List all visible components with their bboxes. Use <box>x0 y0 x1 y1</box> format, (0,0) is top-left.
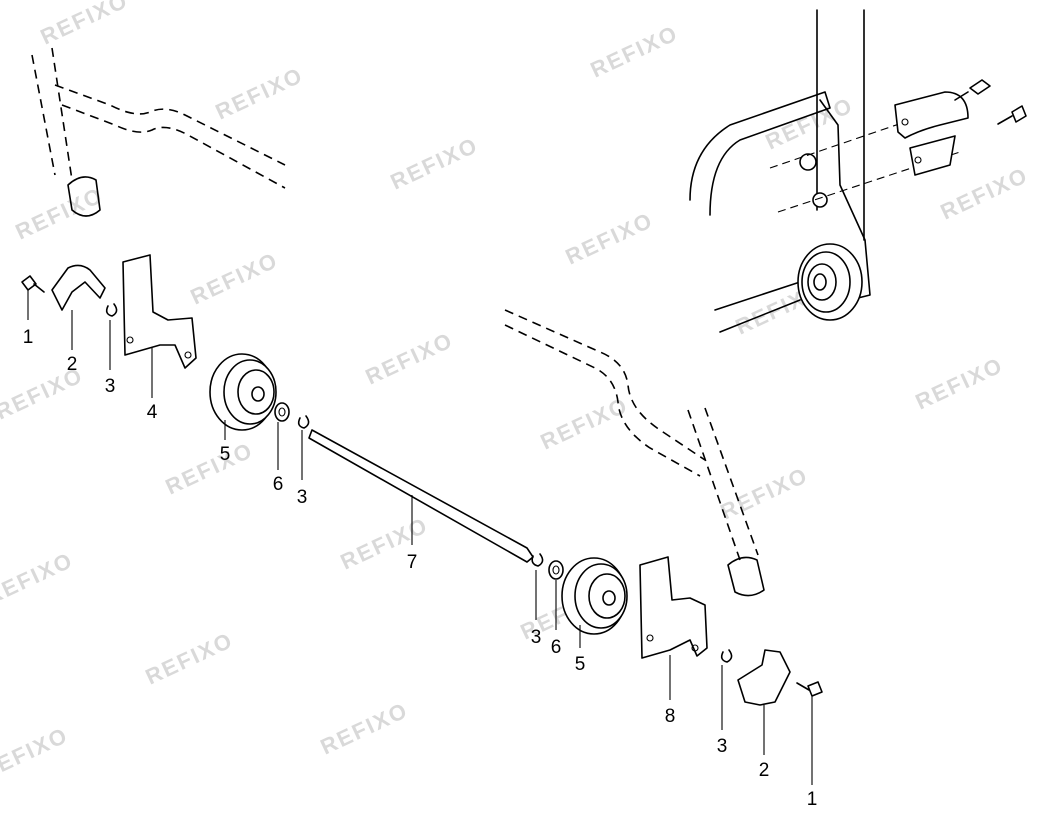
callout-5-right: 5 <box>575 654 586 675</box>
part-axle <box>308 429 534 563</box>
watermark: REFIXO <box>162 437 258 499</box>
part-roller-right <box>561 557 628 648</box>
watermark: REFIXO <box>912 352 1008 414</box>
part-clip-left <box>105 303 118 370</box>
frame-outline-right <box>504 309 765 597</box>
watermark: REFIXO <box>37 0 133 50</box>
inset-assembly <box>689 9 1027 333</box>
callout-3-centre: 3 <box>297 487 308 508</box>
part-screw-right <box>796 681 823 785</box>
watermark: REFIXO <box>187 247 283 309</box>
callout-3-right-inner: 3 <box>531 627 542 648</box>
callout-3-left: 3 <box>105 376 116 397</box>
watermark: REFIXO <box>762 92 858 154</box>
part-bracket-left <box>122 254 197 398</box>
callout-4: 4 <box>147 402 158 423</box>
watermark: REFIXO <box>562 207 658 269</box>
part-bracket-right <box>639 556 708 700</box>
part-clamp-right <box>737 649 791 755</box>
callout-7: 7 <box>407 552 418 573</box>
watermark: REFIXO <box>717 462 813 524</box>
callout-8: 8 <box>665 706 676 727</box>
watermark: REFIXO <box>362 327 458 389</box>
callout-1-left: 1 <box>23 327 34 348</box>
watermark: REFIXO <box>587 20 683 82</box>
part-screw-left <box>21 275 45 320</box>
part-roller-left <box>209 353 277 440</box>
callout-1-right: 1 <box>807 789 818 810</box>
part-clamp-left <box>51 264 106 350</box>
watermark: REFIXO <box>12 182 108 244</box>
callout-5-left: 5 <box>220 444 231 465</box>
callout-6-right: 6 <box>551 637 562 658</box>
watermark: REFIXO <box>337 512 433 574</box>
part-clip-right-inner <box>531 553 544 620</box>
callout-2-right: 2 <box>759 760 770 781</box>
watermark: REFIXO <box>0 547 77 609</box>
part-clip-centre <box>297 415 310 480</box>
watermark: REFIXO <box>387 132 483 194</box>
callout-labels: 1 2 3 4 5 6 3 7 3 6 5 8 3 2 1 <box>23 327 818 810</box>
frame-outline-left <box>31 47 286 217</box>
callout-6-left: 6 <box>273 474 284 495</box>
callout-3-right-outer: 3 <box>717 736 728 757</box>
watermarks: REFIXO REFIXO REFIXO REFIXO REFIXO REFIX… <box>0 0 1032 785</box>
watermark: REFIXO <box>937 162 1033 224</box>
part-clip-right-outer <box>720 649 733 730</box>
watermark: REFIXO <box>212 62 308 124</box>
watermark: REFIXO <box>0 722 72 784</box>
callout-2-left: 2 <box>67 354 78 375</box>
part-washer-left <box>274 402 290 470</box>
watermark: REFIXO <box>317 697 413 759</box>
watermark: REFIXO <box>142 627 238 689</box>
part-washer-right <box>548 560 564 630</box>
